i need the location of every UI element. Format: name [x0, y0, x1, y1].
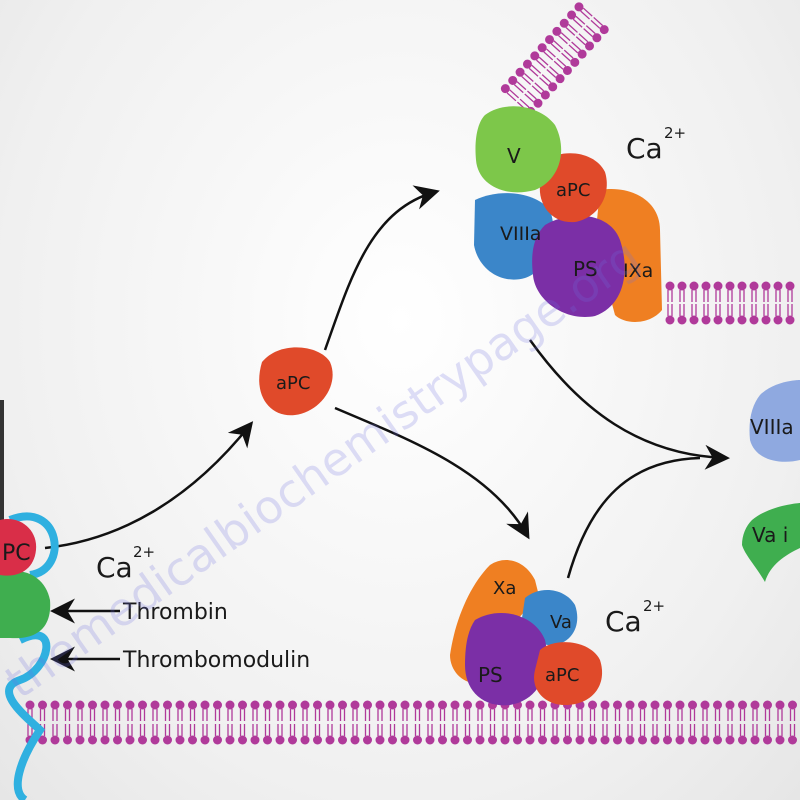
va-label: Va [550, 612, 572, 633]
arrow-to-bottom-complex [334, 406, 530, 540]
calcium-label-left: Ca 2+ [96, 543, 155, 584]
thrombin-label: Thrombin [122, 600, 228, 625]
apc-shape-top [539, 153, 607, 223]
ps-shape-bottom [465, 612, 547, 706]
thrombomodulin-thrombin-apc-complex: PC Thrombin Thrombomodulin [0, 400, 310, 800]
v-label: V [507, 144, 521, 168]
svg-text:Ca: Ca [626, 132, 663, 165]
apc-label-top: aPC [556, 180, 590, 201]
membrane-bilayer-bottom [24, 699, 798, 746]
membrane-bilayer-right [664, 280, 796, 326]
ps-label-top: PS [573, 257, 598, 281]
xa-label: Xa [493, 578, 516, 599]
thrombomodulin-coil [5, 512, 59, 800]
thrombomodulin-label: Thrombomodulin [122, 648, 310, 673]
free-apc: aPC [259, 347, 333, 416]
bottom-complex-va-xa: Xa Va PS aPC [450, 560, 603, 706]
inactive-viiia: VIIIa [749, 380, 800, 462]
calcium-label-top: Ca 2+ [626, 124, 686, 165]
apc-shape-left [0, 519, 37, 576]
svg-text:Ca: Ca [605, 605, 642, 638]
thrombin-shape [0, 571, 51, 639]
svg-text:2+: 2+ [643, 597, 665, 615]
arrow-to-top-complex [323, 185, 440, 351]
svg-text:Ca: Ca [96, 551, 133, 584]
va-inactive-label: Va i [752, 523, 788, 547]
inactive-va: Va i [742, 503, 800, 582]
ps-label-bottom: PS [478, 663, 503, 687]
svg-text:2+: 2+ [133, 543, 155, 561]
arrow-to-free-apc [44, 421, 254, 550]
apc-shape-bottom [534, 642, 603, 705]
viiia-inactive-label: VIIIa [750, 415, 794, 439]
svg-text:2+: 2+ [664, 124, 686, 142]
membrane-bilayer-top [498, 0, 612, 119]
arrow-top-to-products [528, 339, 730, 470]
apc-label-left: PC [2, 541, 31, 566]
top-complex-viiia-ixa: V aPC VIIIa PS IXa [474, 106, 662, 322]
ixa-label: IXa [623, 260, 653, 282]
v-shape [475, 106, 562, 193]
calcium-label-bottom: Ca 2+ [605, 597, 665, 638]
apc-label-bottom: aPC [545, 665, 579, 686]
viiia-label: VIIIa [500, 223, 541, 245]
arrow-bottom-to-products [566, 456, 701, 579]
free-apc-label: aPC [276, 373, 310, 394]
ps-shape-top [532, 215, 625, 317]
